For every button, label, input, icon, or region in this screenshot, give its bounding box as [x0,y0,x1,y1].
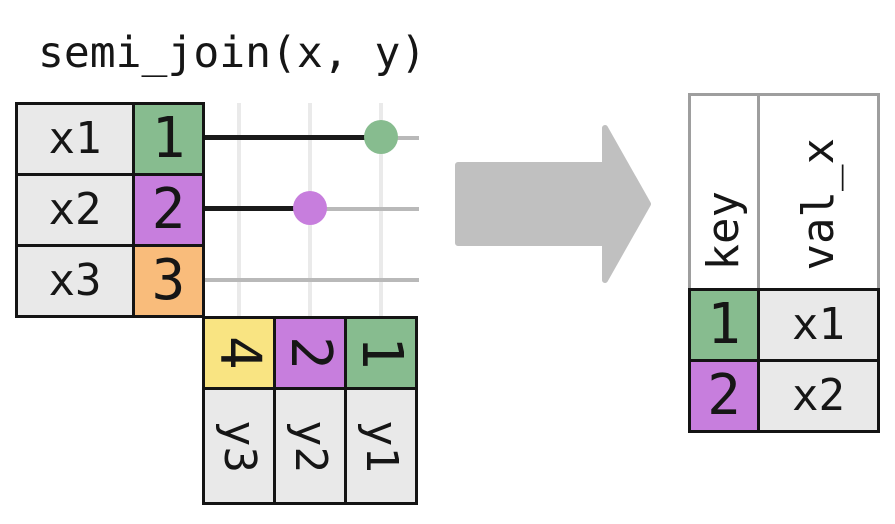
table-x-key: 1 [151,106,186,171]
result-val: x1 [792,299,845,350]
match-line-key1 [205,135,381,140]
result-key-cell: 1 [691,291,757,359]
table-y-key-cell: 4 [205,319,273,387]
result-val-cell: x1 [760,291,877,359]
table-y-key-cell: 2 [276,319,344,387]
result-table-body: 1 x1 2 x2 [688,288,880,433]
table-y-val: y3 [214,419,265,473]
result-key: 2 [707,363,741,428]
table-y-val-cell: y1 [347,390,415,502]
result-header-valx: val_x [792,137,844,270]
table-x-val: x2 [48,184,102,235]
result-header-key-cell: key [691,96,757,288]
table-x-key: 2 [151,177,186,242]
table-x-val-cell: x2 [18,176,132,244]
table-x-key-cell: 1 [135,105,202,173]
table-y: 4 2 1 y3 y2 y1 [202,316,418,505]
table-x-val-cell: x1 [18,105,132,173]
match-line-key2 [205,206,310,211]
table-y-key: 2 [278,336,343,370]
table-x-key-cell: 3 [135,247,202,315]
result-table-header: key val_x [688,93,880,291]
table-y-val-cell: y2 [276,390,344,502]
table-x-val-cell: x3 [18,247,132,315]
table-y-val: y2 [285,419,336,473]
table-x: x1 1 x2 2 x3 3 [15,102,205,318]
table-x-key: 3 [151,248,186,313]
table-x-val: x3 [48,255,102,306]
table-x-key-cell: 2 [135,176,202,244]
table-y-key-cell: 1 [347,319,415,387]
match-dot-key1 [364,120,398,154]
result-header-key: key [698,190,749,270]
result-val-cell: x2 [760,362,877,430]
result-val: x2 [792,370,845,421]
result-key-cell: 2 [691,362,757,430]
table-y-val: y1 [356,419,407,473]
match-dot-key2 [293,191,327,225]
table-y-key: 4 [207,336,272,370]
table-x-val: x1 [48,113,102,164]
diagram-title: semi_join(x, y) [38,28,427,78]
grid-line-horizontal-3 [205,278,419,282]
result-key: 1 [707,292,741,357]
result-header-valx-cell: val_x [760,96,877,288]
arrow-right-icon [455,125,651,283]
table-y-key: 1 [349,336,414,370]
table-y-val-cell: y3 [205,390,273,502]
